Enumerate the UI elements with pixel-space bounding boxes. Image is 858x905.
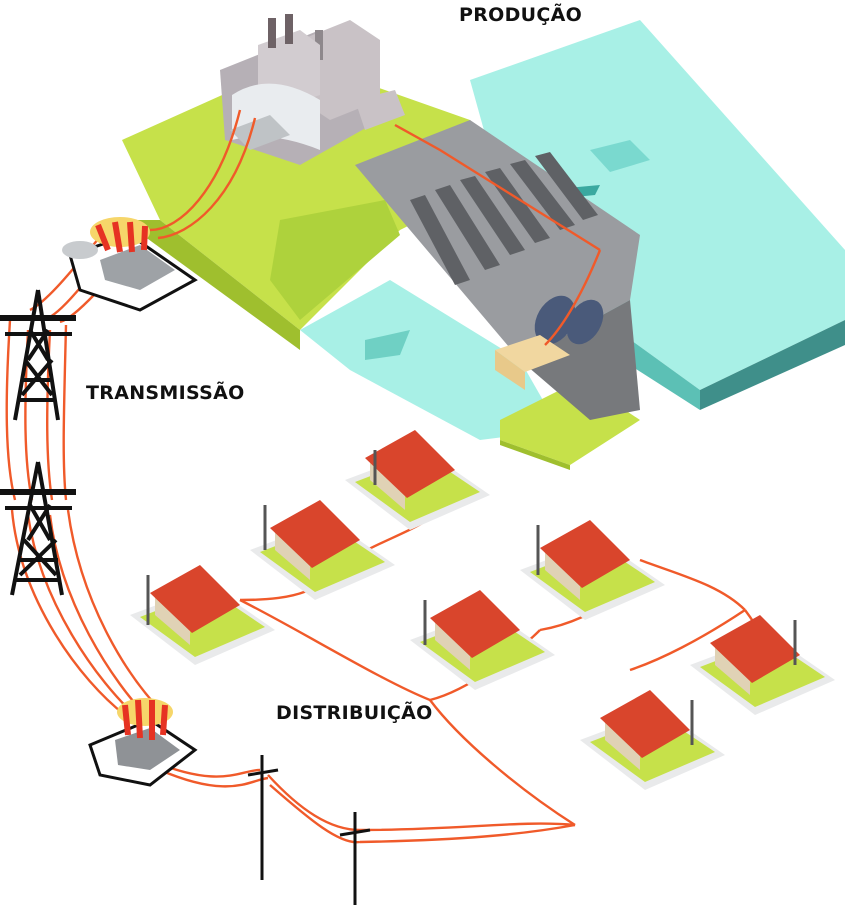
hydro-power-plant: [122, 14, 845, 470]
house-7: [580, 690, 725, 790]
house-6: [690, 615, 835, 715]
house-5: [410, 590, 555, 690]
distribution-label: DISTRIBUIÇÃO: [276, 702, 433, 724]
utility-pole-1: [247, 755, 279, 880]
transmission-label: TRANSMISSÃO: [86, 382, 245, 404]
production-label: PRODUÇÃO: [459, 4, 583, 26]
transformer-2: [88, 698, 198, 787]
dam-spillways: [410, 152, 598, 285]
transformer-1: [62, 217, 198, 312]
house-4: [520, 520, 665, 620]
house-1: [345, 430, 490, 530]
transmission-tower-2: [0, 461, 76, 596]
transmission-tower-1: [0, 289, 76, 421]
house-2: [250, 500, 395, 600]
utility-pole-2: [339, 812, 371, 905]
house-3: [130, 565, 275, 665]
